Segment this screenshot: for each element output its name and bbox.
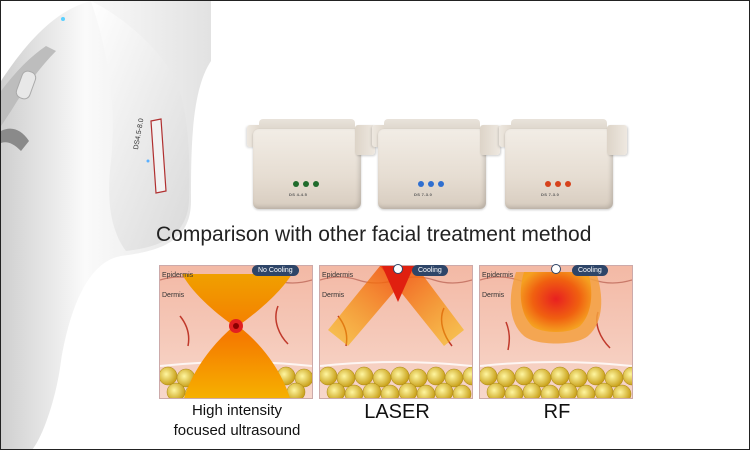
rf-diagram-panel xyxy=(479,265,633,399)
indicator-dot xyxy=(313,181,319,187)
hifu-diagram-panel xyxy=(159,265,313,399)
rf-caption: RF xyxy=(543,401,571,423)
hifu-handpiece-image xyxy=(1,1,211,449)
comparison-heading: Comparison with other facial treatment m… xyxy=(156,223,592,246)
cartridge-3: DS 7-3.0 xyxy=(499,119,627,211)
cooling-badge: Cooling xyxy=(572,265,608,276)
cartridge-label: DS 7-3.0 xyxy=(541,192,560,197)
indicator-dot xyxy=(428,181,434,187)
cartridge-2: DS 7-3.0 xyxy=(372,119,500,211)
laser-caption: LASER xyxy=(364,401,430,423)
indicator-dot xyxy=(438,181,444,187)
indicator-dot xyxy=(565,181,571,187)
cartridge-indicator-dots xyxy=(293,181,319,187)
indicator-dot xyxy=(545,181,551,187)
probe-marker-icon xyxy=(393,264,403,274)
cartridge-indicator-dots xyxy=(418,181,444,187)
cartridge-label: DS 4-4.5 xyxy=(289,192,308,197)
indicator-dot xyxy=(418,181,424,187)
epidermis-label: Epidermis xyxy=(322,272,354,279)
cooling-badge: Cooling xyxy=(412,265,448,276)
probe-marker-icon xyxy=(551,264,561,274)
epidermis-label: Epidermis xyxy=(162,272,194,279)
cartridge-label: DS 7-3.0 xyxy=(414,192,433,197)
cartridge-indicator-dots xyxy=(545,181,571,187)
dermis-label: Dermis xyxy=(482,292,505,299)
hifu-caption-line-2: focused ultrasound xyxy=(173,422,301,439)
dermis-label: Dermis xyxy=(322,292,345,299)
hifu-caption-line-1: High intensity xyxy=(191,402,283,419)
indicator-dot xyxy=(303,181,309,187)
cartridge-1: DS 4-4.5 xyxy=(247,119,375,211)
epidermis-label: Epidermis xyxy=(482,272,514,279)
no-cooling-badge: No Cooling xyxy=(252,265,299,276)
hifu-caption: High intensity focused ultrasound xyxy=(159,401,315,441)
laser-diagram-panel xyxy=(319,265,473,399)
indicator-dot xyxy=(293,181,299,187)
indicator-dot xyxy=(555,181,561,187)
dermis-label: Dermis xyxy=(162,292,185,299)
